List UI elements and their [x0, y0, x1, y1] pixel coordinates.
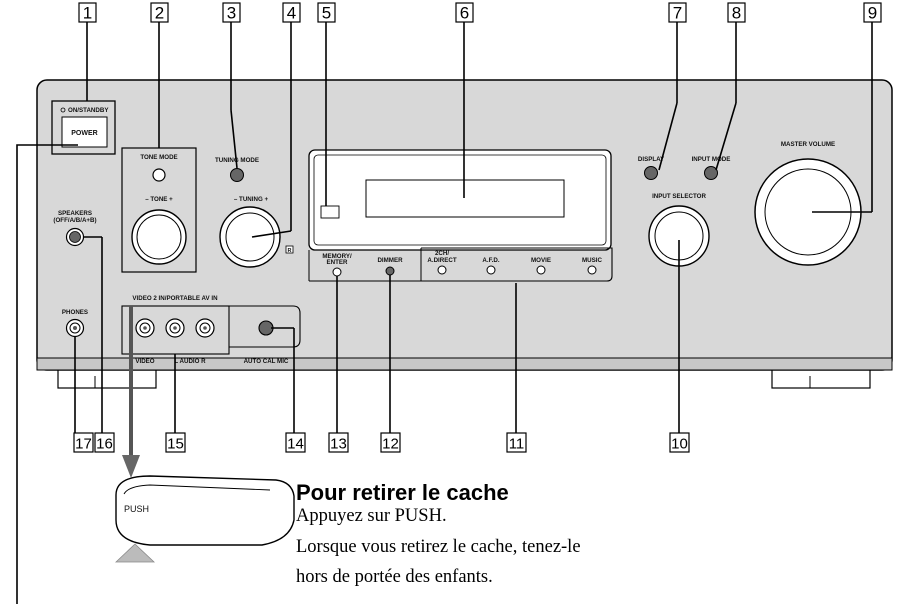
auto-cal-mic-jack[interactable]	[258, 320, 274, 336]
movie-label: MOVIE	[531, 257, 551, 264]
callout-number-3: 3	[227, 4, 236, 23]
callout-number-14: 14	[287, 436, 304, 453]
callout-box-17	[73, 432, 94, 453]
callout-number-13: 13	[330, 436, 347, 453]
phones-label: PHONES	[62, 309, 88, 316]
callout-number-4: 4	[287, 4, 296, 23]
auto-cal-mic-frame	[229, 305, 301, 348]
callout-box-10	[669, 432, 690, 453]
push-up-arrow	[114, 543, 156, 563]
callout-box-14	[285, 432, 306, 453]
auto-cal-mic-label: AUTO CAL MIC	[244, 358, 289, 365]
speakers-label-2: (OFF/A/B/A+B)	[53, 217, 96, 224]
master-volume-label: MASTER VOLUME	[781, 141, 835, 148]
two-ch-button[interactable]	[437, 265, 447, 275]
dimmer-button[interactable]	[385, 266, 395, 276]
remote-sensor-mark	[285, 245, 294, 254]
callout-box-9	[863, 2, 882, 23]
two-ch-label-1: 2CH/	[435, 250, 449, 257]
remote-sensor-label: R	[288, 248, 292, 254]
tone-mode-label: TONE MODE	[140, 154, 177, 161]
tone-knob[interactable]	[136, 214, 182, 260]
display-button-label: DISPLAY	[638, 156, 665, 163]
callout-box-8	[727, 2, 746, 23]
music-button[interactable]	[587, 265, 597, 275]
speakers-button[interactable]	[69, 231, 81, 243]
leader-lines	[16, 21, 873, 604]
phones-jack-hole	[73, 326, 77, 330]
two-ch-label-2: A.DIRECT	[427, 257, 456, 264]
power-label: POWER	[71, 130, 97, 137]
memory-enter-button[interactable]	[332, 267, 342, 277]
callout-number-5: 5	[322, 4, 331, 23]
input-mode-label: INPUT MODE	[692, 156, 731, 163]
callout-box-16	[94, 432, 115, 453]
callout-number-2: 2	[155, 4, 164, 23]
cover-illustration: PUSH	[114, 475, 295, 563]
callout-number-10: 10	[671, 436, 688, 453]
callout-box-6	[455, 2, 474, 23]
audio-jack-label: L AUDIO R	[174, 358, 206, 365]
callout-box-12	[380, 432, 401, 453]
display-inner-bezel	[313, 154, 607, 246]
tuning-label: – TUNING +	[234, 196, 269, 203]
callout-box-3	[222, 2, 241, 23]
callout-number-16: 16	[96, 436, 113, 453]
movie-button[interactable]	[536, 265, 546, 275]
callout-number-6: 6	[460, 4, 469, 23]
dimmer-label: DIMMER	[377, 257, 403, 264]
callout-box-7	[668, 2, 687, 23]
callout-box-2	[150, 2, 169, 23]
memory-label-1: MEMORY/	[322, 253, 352, 260]
power-button[interactable]	[61, 116, 108, 148]
input-selector-label: INPUT SELECTOR	[652, 193, 706, 200]
input-mode-button[interactable]	[704, 166, 718, 180]
callout-number-8: 8	[732, 4, 741, 23]
afd-label: A.F.D.	[482, 257, 499, 264]
callout-number-12: 12	[382, 436, 399, 453]
callout-number-15: 15	[167, 436, 184, 453]
push-label: PUSH	[124, 504, 149, 514]
tone-label: – TONE +	[145, 196, 173, 203]
display-window	[365, 179, 565, 218]
memory-label-2: ENTER	[327, 259, 349, 266]
afd-button[interactable]	[486, 265, 496, 275]
video-jack-label: VIDEO	[135, 358, 154, 365]
callout-box-11	[506, 432, 527, 453]
tuning-knob[interactable]	[225, 212, 275, 262]
music-label: MUSIC	[582, 257, 602, 264]
display-indicator-window	[320, 205, 340, 219]
caption-line-3: hors de portée des enfants.	[296, 567, 493, 587]
caption-title: Pour retirer le cache	[296, 480, 509, 505]
video2-header-label: VIDEO 2 IN/PORTABLE AV IN	[132, 295, 218, 302]
power-button-frame	[51, 100, 116, 155]
callout-number-9: 9	[868, 4, 877, 23]
callout-box-15	[165, 432, 186, 453]
callout-box-13	[328, 432, 349, 453]
caption-line-2: Lorsque vous retirez le cache, tenez-le	[296, 537, 581, 557]
callout-box-5	[317, 2, 336, 23]
tuning-mode-button[interactable]	[230, 168, 244, 182]
callout-number-11: 11	[509, 436, 525, 453]
callout-box-1	[78, 2, 97, 23]
caption-line-1: Appuyez sur PUSH.	[296, 506, 447, 526]
callout-number-17: 17	[75, 436, 92, 453]
tone-mode-button[interactable]	[152, 168, 166, 182]
callout-box-4	[282, 2, 301, 23]
speakers-label-1: SPEAKERS	[58, 210, 92, 217]
chassis-bottom-trim	[36, 357, 893, 371]
sound-field-strip	[309, 247, 613, 282]
on-standby-label: ON/STANDBY	[68, 107, 109, 114]
standby-indicator	[60, 107, 66, 113]
push-arrow-head	[122, 455, 140, 478]
callout-number-7: 7	[673, 4, 682, 23]
display-button[interactable]	[644, 166, 658, 180]
callout-number-1: 1	[83, 4, 92, 23]
